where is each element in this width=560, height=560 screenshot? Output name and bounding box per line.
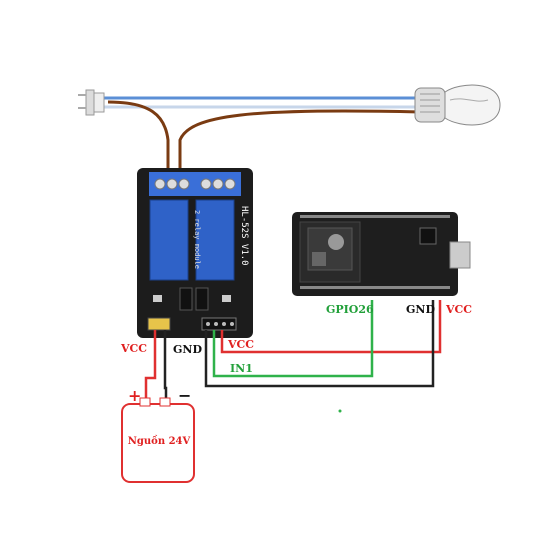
vcc-esp-label: VCC xyxy=(446,303,473,316)
relay-board-label: HL-52S V1.0 xyxy=(239,206,249,266)
esp32-pins xyxy=(300,215,450,289)
plug xyxy=(78,89,105,116)
green-in1-wire xyxy=(212,300,374,378)
screw-terminals xyxy=(154,178,236,190)
red-vcc-wire xyxy=(144,300,442,406)
gnd-power-label: GND xyxy=(173,343,202,356)
minus-label: − xyxy=(178,386,192,405)
light-bulb-icon xyxy=(414,84,501,126)
in1-label: IN1 xyxy=(230,362,253,375)
vcc-power-label: VCC xyxy=(121,342,148,355)
plus-label: + xyxy=(128,386,142,405)
gpio-label: GPIO26 xyxy=(326,303,374,316)
dot-marker xyxy=(338,409,342,413)
vcc-relay-label: VCC xyxy=(228,338,255,351)
power-supply xyxy=(121,397,195,483)
power-supply-label: Nguồn 24V xyxy=(127,436,191,447)
relay-board: HL-52S V1.0 2 relay module xyxy=(137,168,253,338)
gnd-esp-label: GND xyxy=(406,303,435,316)
black-gnd-wire xyxy=(163,300,435,406)
ac-wires xyxy=(102,96,425,185)
esp32-board xyxy=(292,212,471,296)
relay-module-label: 2 relay module xyxy=(193,210,201,269)
